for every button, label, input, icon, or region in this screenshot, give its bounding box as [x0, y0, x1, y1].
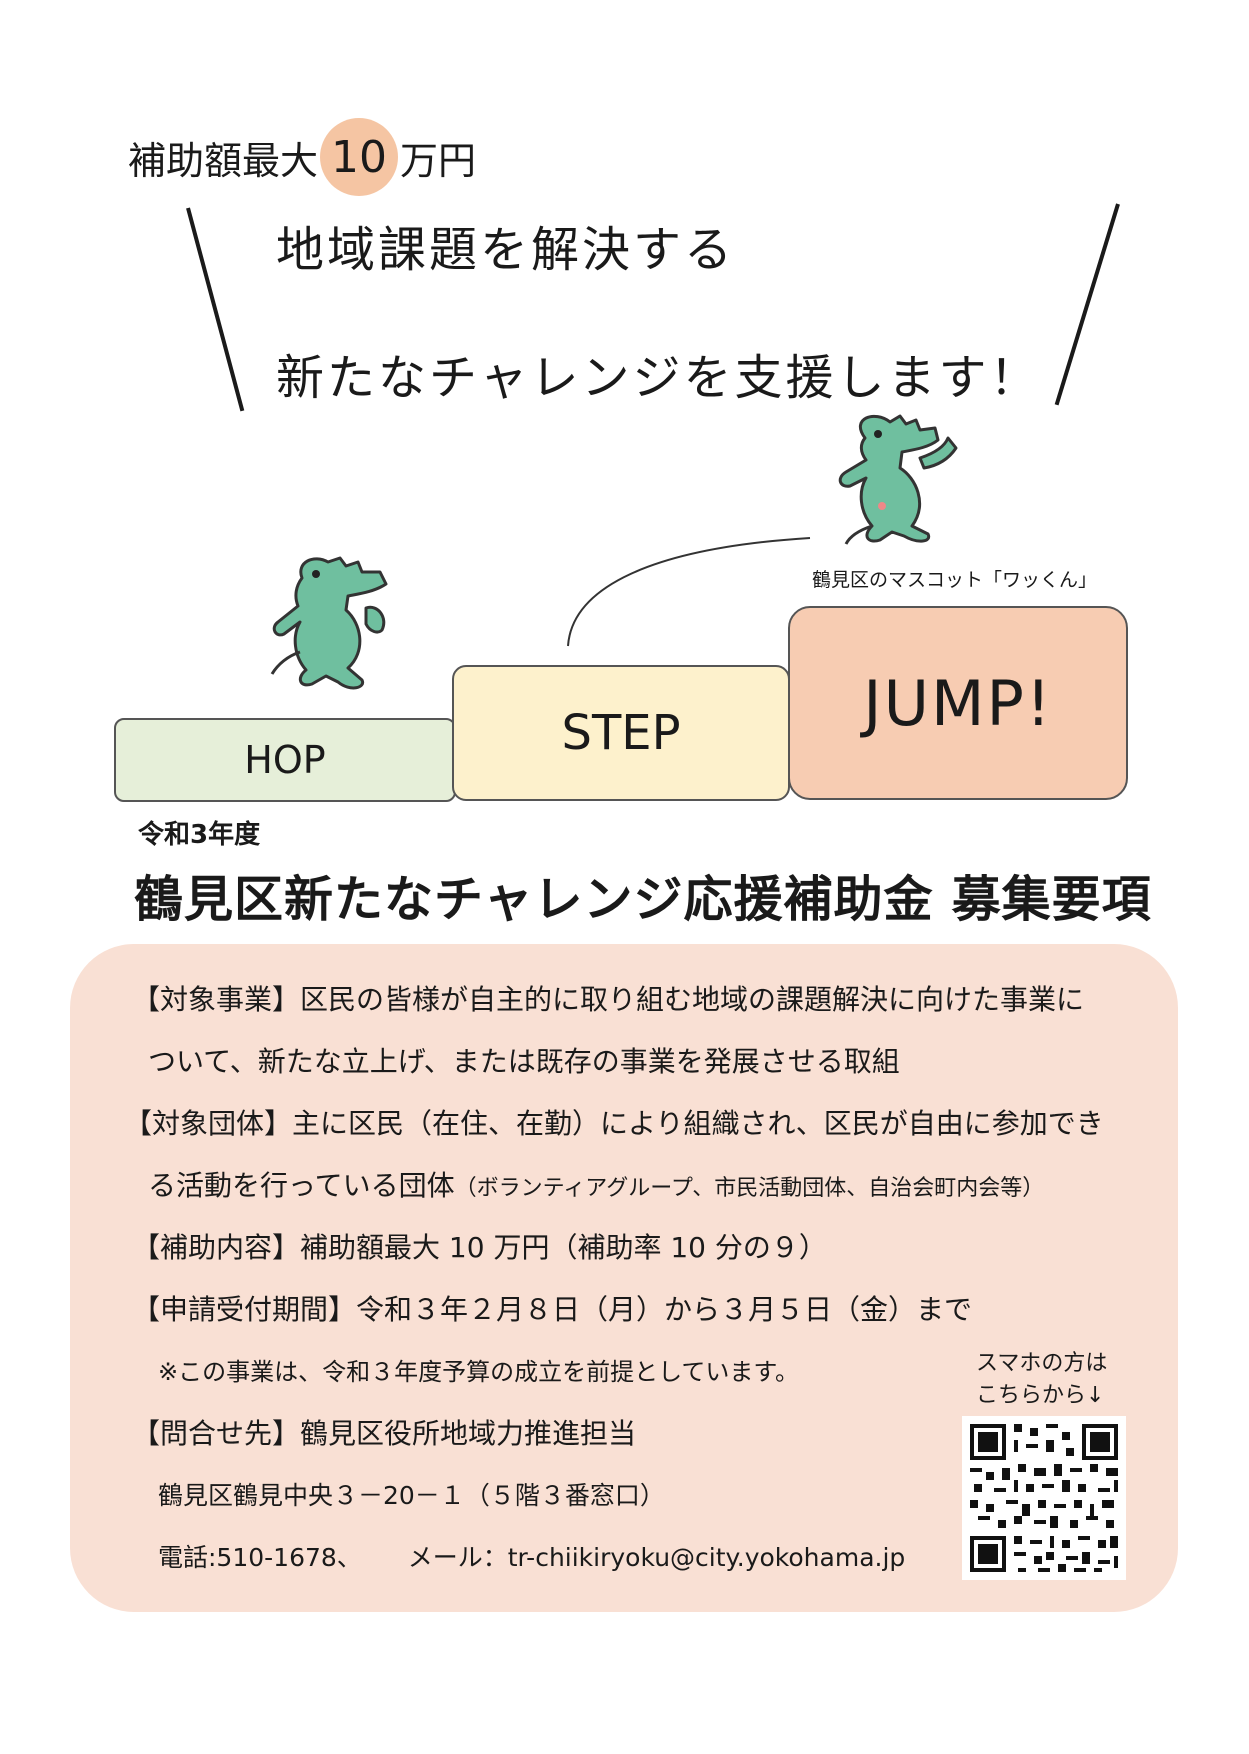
target-group-text-2: る活動を行っている団体 [148, 1169, 455, 1202]
target-project-label: 【対象事業】 [132, 983, 301, 1016]
address-text: 鶴見区鶴見中央３－20－１（５階３番窓口） [158, 1481, 665, 1510]
left-accent-line [186, 207, 245, 412]
subsidy-label: 【補助内容】 [132, 1231, 301, 1264]
target-project-row-1: 【対象事業】区民の皆様が自主的に取り組む地域の課題解決に向けた事業に [132, 978, 1084, 1018]
cap-suffix: 万円 [400, 138, 477, 183]
subsidy-cap-line: 補助額最大 10 万円 [128, 118, 476, 196]
contact-text: 鶴見区役所地域力推進担当 [300, 1417, 637, 1450]
mascot-hop-illustration [270, 556, 388, 690]
subsidy-row: 【補助内容】補助額最大 10 万円（補助率 10 分の９） [132, 1226, 827, 1266]
qr-caption-line-2: こちらから↓ [976, 1383, 1105, 1408]
period-row: 【申請受付期間】令和３年２月８日（月）から３月５日（金）まで [132, 1288, 972, 1328]
target-group-row-1: 【対象団体】主に区民（在住、在勤）により組織され、区民が自由に参加でき [124, 1102, 1104, 1142]
mascot-jump-illustration [838, 414, 958, 545]
cap-amount-badge: 10 [320, 118, 399, 196]
hero-line-2: 新たなチャレンジを支援します！ [276, 350, 1041, 406]
hop-step: HOP [114, 718, 456, 802]
target-group-row-2: る活動を行っている団体（ボランティアグループ、市民活動団体、自治会町内会等） [148, 1164, 1044, 1204]
step-step: STEP [452, 665, 790, 801]
period-text: 令和３年２月８日（月）から３月５日（金）まで [356, 1293, 973, 1326]
subsidy-text: 補助額最大 10 万円（補助率 10 分の９） [300, 1231, 827, 1264]
cap-prefix: 補助額最大 [128, 138, 319, 183]
contact-row: 【問合せ先】鶴見区役所地域力推進担当 [132, 1412, 636, 1452]
budget-note: ※この事業は、令和３年度予算の成立を前提としています。 [158, 1358, 799, 1386]
email-link[interactable]: メール：tr-chiikiryoku@city.yokohama.jp [407, 1543, 906, 1572]
contact-label: 【問合せ先】 [132, 1417, 301, 1450]
target-project-text-2: ついて、新たな立上げ、または既存の事業を発展させる取組 [148, 1045, 900, 1078]
fiscal-year-label: 令和3年度 [138, 820, 261, 850]
right-accent-line [1054, 203, 1120, 406]
period-label: 【申請受付期間】 [132, 1293, 357, 1326]
jump-step: JUMP! [788, 606, 1128, 800]
qr-code[interactable] [962, 1416, 1126, 1580]
jump-arc [567, 537, 811, 647]
qr-caption-line-1: スマホの方は [976, 1351, 1108, 1376]
phone-text: 電話:510-1678、 [158, 1543, 362, 1572]
hero-line-1: 地域課題を解決する [276, 222, 736, 278]
target-group-note: （ボランティアグループ、市民活動団体、自治会町内会等） [454, 1176, 1045, 1201]
target-group-label: 【対象団体】 [124, 1107, 293, 1140]
page-title: 鶴見区新たなチャレンジ応援補助金 募集要項 [134, 871, 1152, 928]
mascot-caption: 鶴見区のマスコット「ワッくん」 [812, 569, 1098, 591]
contact-line: 電話:510-1678、 メール：tr-chiikiryoku@city.yok… [158, 1538, 905, 1574]
target-group-text-1: 主に区民（在住、在勤）により組織され、区民が自由に参加でき [292, 1107, 1104, 1140]
qr-code-icon [962, 1416, 1126, 1580]
qr-caption: スマホの方は こちらから↓ [976, 1348, 1107, 1412]
target-project-text-1: 区民の皆様が自主的に取り組む地域の課題解決に向けた事業に [300, 983, 1085, 1016]
